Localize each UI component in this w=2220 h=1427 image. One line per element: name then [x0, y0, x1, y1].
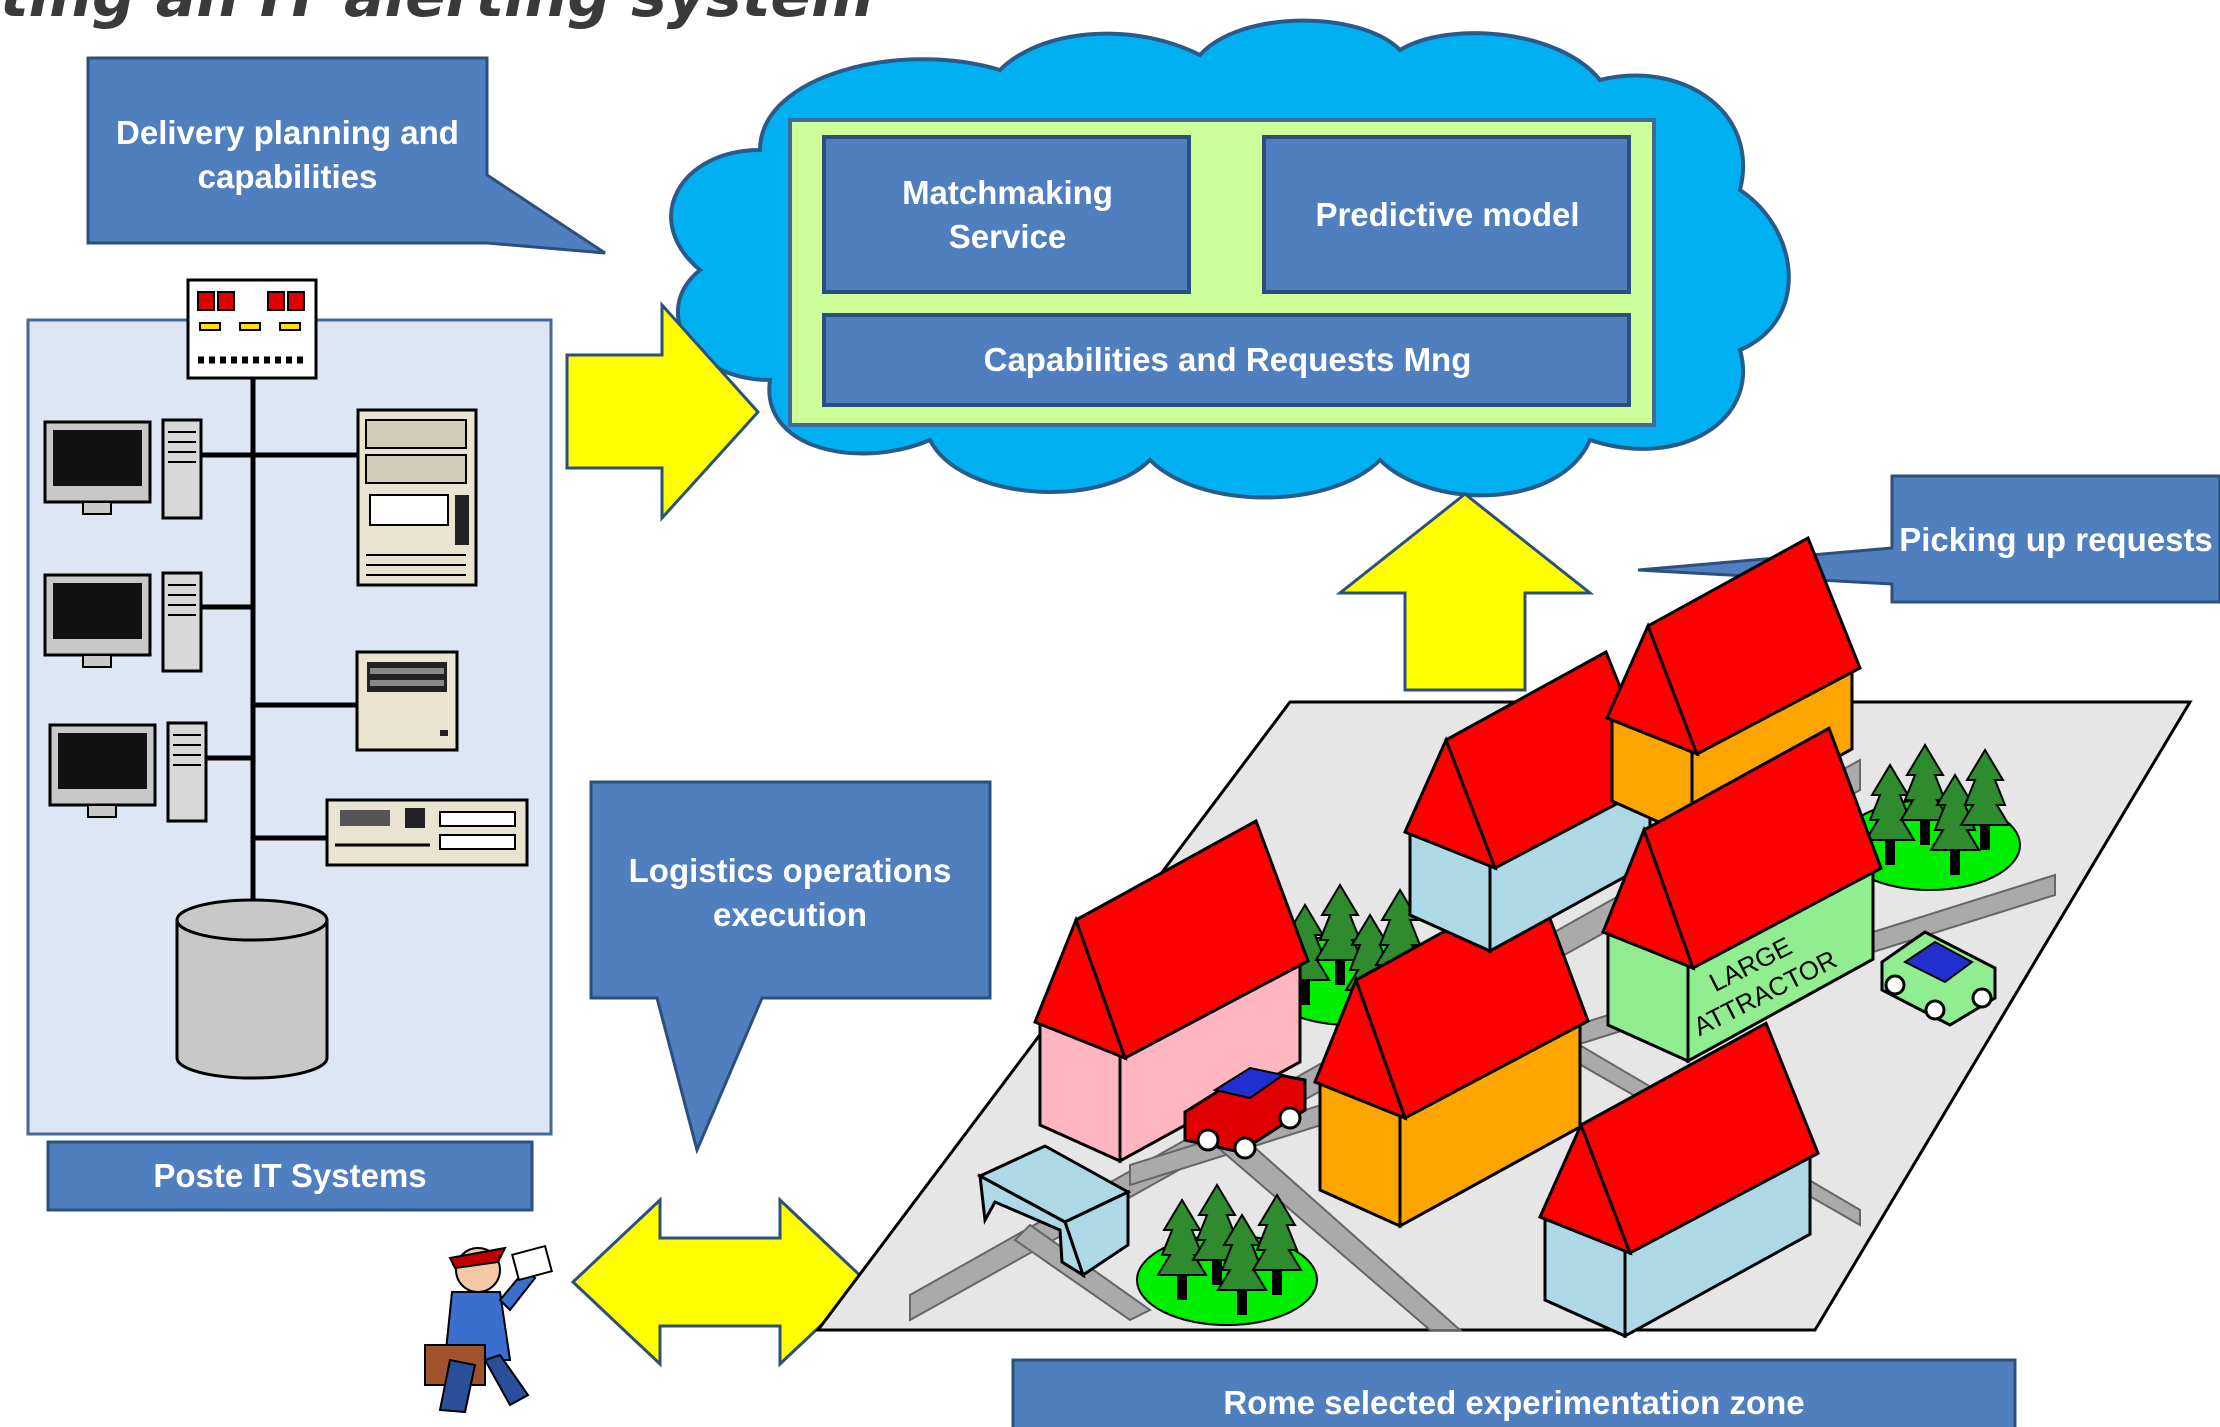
predictive-box: [1262, 135, 1631, 294]
tree-icon: [1156, 1198, 1208, 1276]
matchmaking-text: Matchmaking Service: [902, 174, 1113, 255]
capabilities-box: [822, 313, 1631, 407]
house-icon: [1402, 649, 1660, 954]
house-icon: [1604, 535, 1862, 840]
tree-icon: [1864, 763, 1916, 841]
tree-icon: [1216, 1213, 1268, 1291]
tree-icon: [1959, 748, 2011, 826]
delivery-callout-text: Delivery planning and capabilities: [116, 114, 459, 195]
house-icon: [1033, 818, 1310, 1164]
tree-group: [1136, 1183, 1318, 1326]
poste-label-text: Poste IT Systems: [153, 1157, 427, 1194]
workstation-icon: [43, 571, 203, 673]
poste-label-bar: [46, 1140, 534, 1212]
mainframe-icon: [325, 798, 529, 867]
house-icon: [1537, 1021, 1820, 1339]
logistics-callout-text: Logistics operations execution: [628, 852, 952, 933]
network-lines: [195, 378, 360, 920]
logistics-callout: [589, 780, 992, 1155]
rome-label-bar: [1011, 1358, 2017, 1427]
router-icon: [186, 278, 318, 380]
arrow-up-to-cloud: [1335, 492, 1595, 692]
server-icon: [356, 408, 478, 587]
database-icon: [175, 898, 329, 1080]
garage-icon: [976, 1144, 1132, 1279]
page-title: ting an IT alerting system: [0, 0, 1000, 26]
workstation-icon: [43, 418, 203, 520]
delivery-callout: [86, 56, 606, 255]
capabilities-text: Capabilities and Requests Mng: [983, 341, 1472, 378]
tree-group: [1839, 743, 2021, 891]
matchmaking-box: [822, 135, 1191, 294]
houses: [1033, 535, 1883, 1339]
tree-icon: [1899, 743, 1951, 821]
rome-label-text: Rome selected experimentation zone: [1223, 1384, 1805, 1421]
green-car-icon: [1880, 930, 1997, 1027]
tree-icon: [1251, 1193, 1303, 1271]
picking-callout-text: Picking up requests: [1899, 521, 2213, 558]
red-car-icon: [1183, 1066, 1307, 1160]
arrow-right-to-cloud: [565, 301, 761, 522]
tree-icon: [1314, 883, 1366, 961]
workstations: [43, 418, 208, 823]
house-icon: [1313, 878, 1590, 1229]
workstation-icon: [48, 721, 208, 823]
arrow-bidirectional: [570, 1196, 870, 1368]
tape-drive-icon: [355, 650, 459, 752]
postman-icon: [424, 1244, 554, 1414]
house-icon: [1601, 726, 1883, 1064]
predictive-text: Predictive model: [1315, 196, 1580, 233]
